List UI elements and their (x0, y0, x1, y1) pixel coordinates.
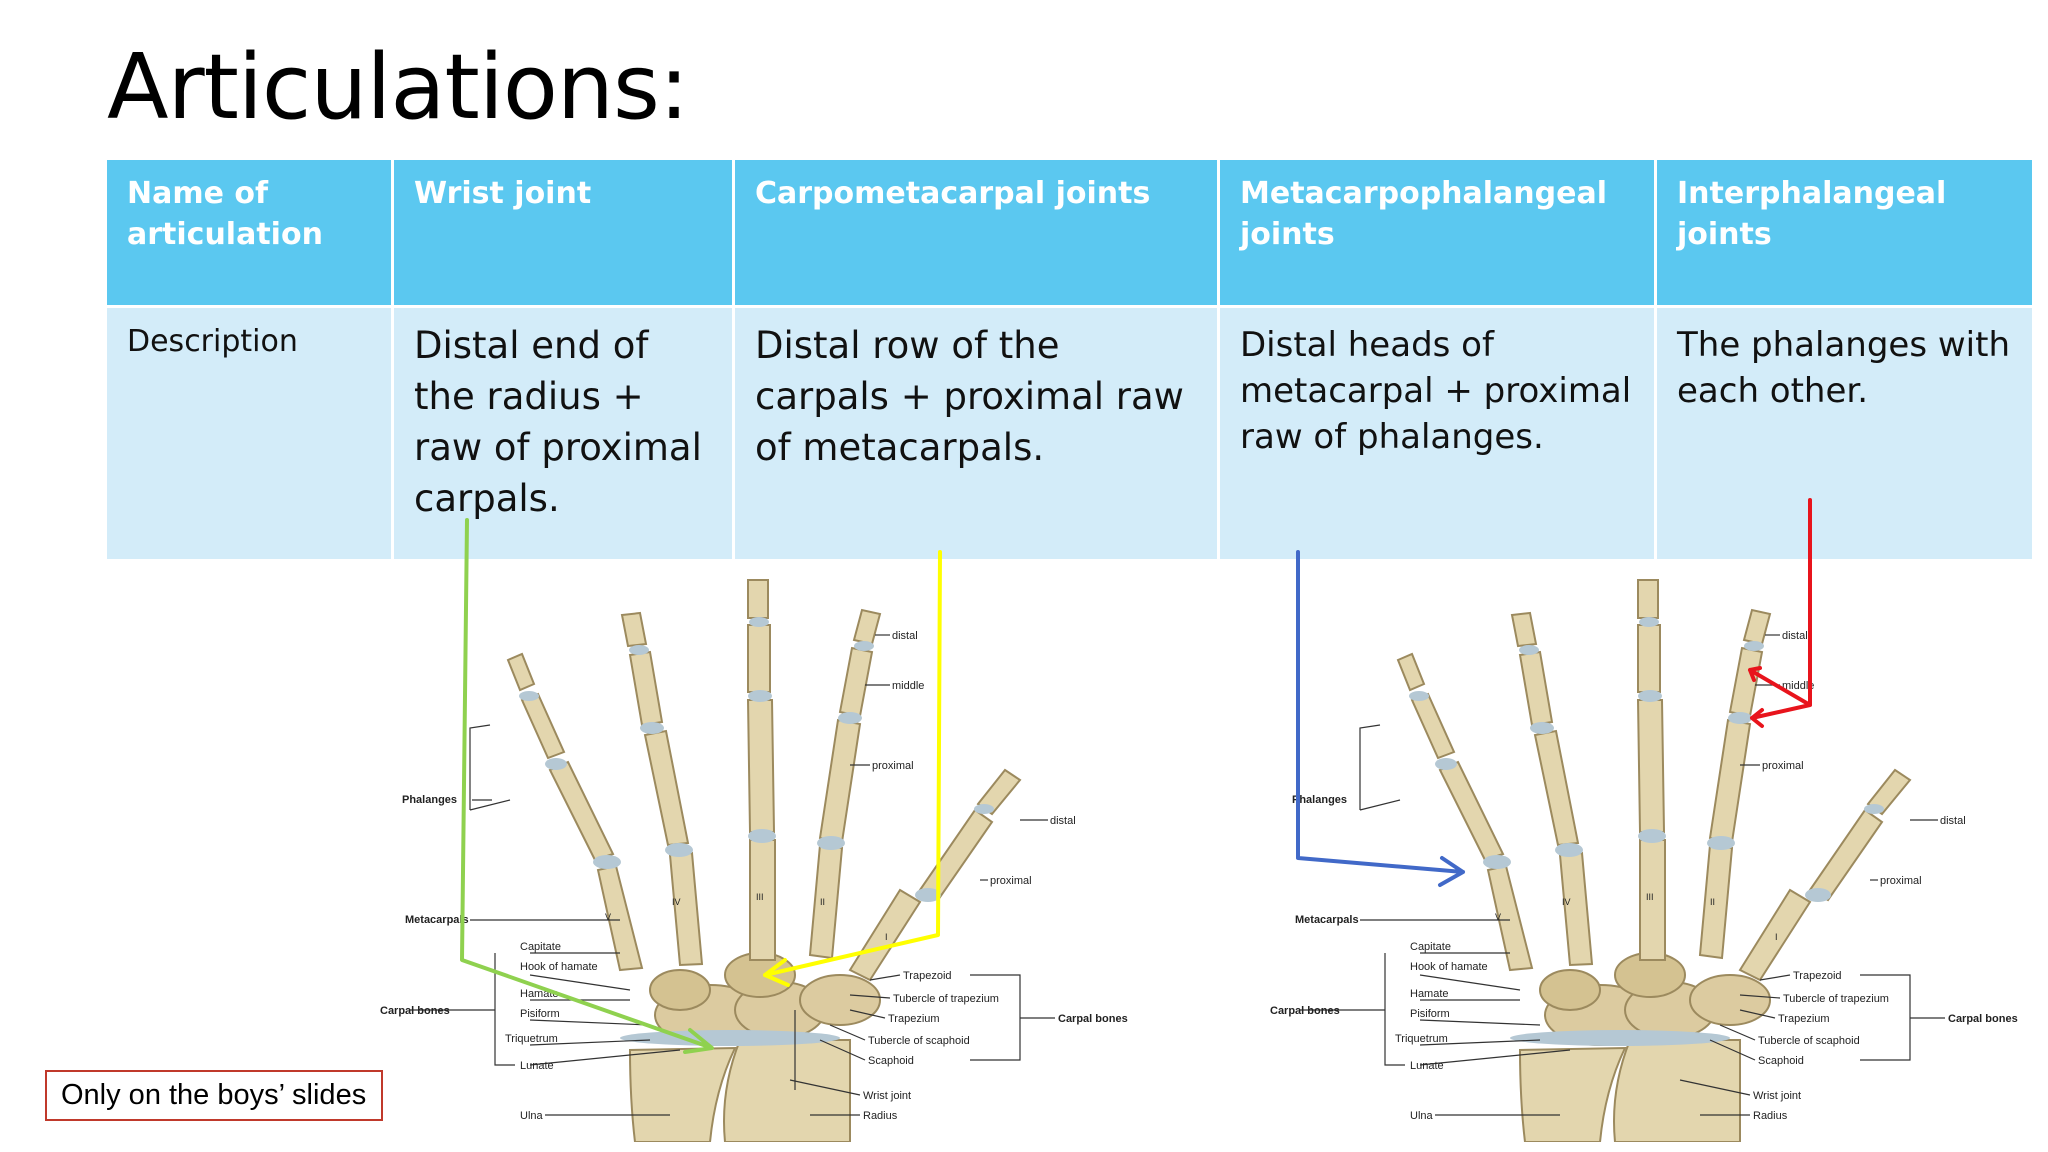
right-label-scaphoid: Scaphoid (1758, 1055, 1804, 1067)
left-label-radius: Radius (863, 1110, 898, 1122)
right-label-phalanges: Phalanges (1292, 794, 1347, 806)
header-carpometacarpal: Carpometacarpal joints (732, 157, 1220, 308)
right-label-middle: middle (1782, 680, 1814, 692)
metacarpophalangeal-arrow (1296, 550, 1465, 887)
left-roman-v: V (605, 912, 611, 922)
right-label-hook-of-hamate: Hook of hamate (1410, 961, 1488, 973)
right-label-tubercle-scaphoid: Tubercle of scaphoid (1758, 1035, 1860, 1047)
left-label-triquetrum: Triquetrum (505, 1033, 558, 1045)
table-description-row: Description Distal end of the radius + r… (104, 305, 2035, 562)
row-label-description: Description (104, 305, 394, 562)
left-label-trapezoid: Trapezoid (903, 970, 952, 982)
left-label-phalanges: Phalanges (402, 794, 457, 806)
left-label-distal: distal (892, 630, 918, 642)
table-header-row: Name of articulation Wrist joint Carpome… (104, 157, 2035, 308)
right-label-capitate: Capitate (1410, 941, 1451, 953)
right-label-distal: distal (1782, 630, 1808, 642)
interphalangeal-arrow (1748, 498, 1812, 728)
left-label-thumb-distal: distal (1050, 815, 1076, 827)
left-label-hook-of-hamate: Hook of hamate (520, 961, 598, 973)
left-label-middle: middle (892, 680, 924, 692)
right-label-ulna: Ulna (1410, 1110, 1434, 1122)
left-roman-iv: IV (672, 897, 681, 907)
right-label-hamate: Hamate (1410, 988, 1449, 1000)
left-label-pisiform: Pisiform (520, 1008, 560, 1020)
header-metacarpophalangeal: Metacarpophalangeal joints (1217, 157, 1657, 308)
right-label-pisiform: Pisiform (1410, 1008, 1450, 1020)
right-label-proximal: proximal (1762, 760, 1804, 772)
left-label-thumb-proximal: proximal (990, 875, 1032, 887)
desc-interphalangeal: The phalanges with each other. (1654, 305, 2035, 562)
articulations-table: Name of articulation Wrist joint Carpome… (104, 157, 2035, 562)
right-label-tubercle-trapezium: Tubercle of trapezium (1783, 993, 1889, 1005)
left-label-scaphoid: Scaphoid (868, 1055, 914, 1067)
right-roman-v: V (1495, 912, 1501, 922)
left-label-tubercle-trapezium: Tubercle of trapezium (893, 993, 999, 1005)
slide-title: Articulations: (107, 35, 689, 140)
right-label-lunate: Lunate (1410, 1060, 1444, 1072)
left-roman-i: I (885, 932, 888, 942)
boys-slides-note: Only on the boys’ slides (45, 1070, 384, 1121)
left-label-ulna: Ulna (520, 1110, 544, 1122)
right-roman-ii: II (1710, 897, 1715, 907)
left-roman-iii: III (756, 892, 764, 902)
header-interphalangeal: Interphalangeal joints (1654, 157, 2035, 308)
left-label-trapezium: Trapezium (888, 1013, 940, 1025)
right-label-radius: Radius (1753, 1110, 1788, 1122)
left-label-proximal: proximal (872, 760, 914, 772)
carpometacarpal-arrow (763, 550, 942, 987)
right-label-thumb-distal: distal (1940, 815, 1966, 827)
right-roman-iv: IV (1562, 897, 1571, 907)
right-label-trapezium: Trapezium (1778, 1013, 1830, 1025)
right-label-carpal-bones: Carpal bones (1270, 1005, 1340, 1017)
left-label-wrist-joint: Wrist joint (863, 1090, 911, 1102)
header-wrist-joint: Wrist joint (391, 157, 735, 308)
right-label-thumb-proximal: proximal (1880, 875, 1922, 887)
right-roman-i: I (1775, 932, 1778, 942)
left-hand-bones (506, 579, 1022, 1142)
right-hand-bones (1396, 579, 1912, 1142)
left-roman-ii: II (820, 897, 825, 907)
left-label-lunate: Lunate (520, 1060, 554, 1072)
left-label-carpal-bones: Carpal bones (380, 1005, 450, 1017)
desc-wrist-joint: Distal end of the radius + raw of proxim… (391, 305, 735, 562)
header-name-of-articulation: Name of articulation (104, 157, 394, 308)
left-label-tubercle-scaphoid: Tubercle of scaphoid (868, 1035, 970, 1047)
right-label-trapezoid: Trapezoid (1793, 970, 1842, 982)
wrist-joint-arrow (460, 518, 714, 1054)
right-hand-figure: distal middle proximal distal proximal P… (1270, 579, 2018, 1142)
left-hand-figure: distal middle proximal distal proximal P… (380, 579, 1128, 1142)
right-label-wrist-joint: Wrist joint (1753, 1090, 1801, 1102)
right-label-metacarpals: Metacarpals (1295, 914, 1359, 926)
right-label-carpal-bones-right: Carpal bones (1948, 1013, 2018, 1025)
left-label-carpal-bones-right: Carpal bones (1058, 1013, 1128, 1025)
left-label-capitate: Capitate (520, 941, 561, 953)
right-roman-iii: III (1646, 892, 1654, 902)
desc-carpometacarpal: Distal row of the carpals + proximal raw… (732, 305, 1220, 562)
left-label-metacarpals: Metacarpals (405, 914, 469, 926)
right-label-triquetrum: Triquetrum (1395, 1033, 1448, 1045)
desc-metacarpophalangeal: Distal heads of metacarpal + proximal ra… (1217, 305, 1657, 562)
